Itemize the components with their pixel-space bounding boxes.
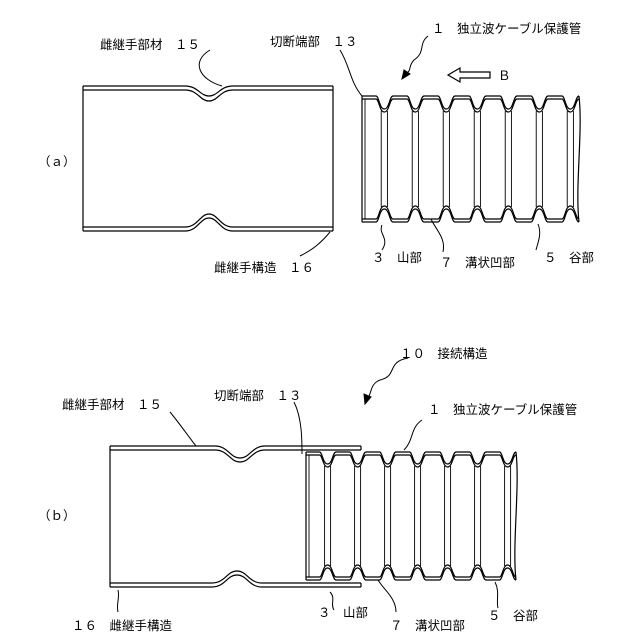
figure-b: （ｂ） １０ 接続構造 雌継手部材 １５ 切断端部 １３ １ 独立波ケーブル保護… <box>38 346 577 633</box>
direction-label-b: Ｂ <box>498 68 511 83</box>
pipe-inner-top <box>362 99 579 112</box>
label-cut-end-a: 切断端部 １３ <box>270 34 358 49</box>
pipe-arrow-a <box>406 36 428 74</box>
figure-b-panel-label: （ｂ） <box>38 508 76 523</box>
coupling-member-b <box>110 446 361 587</box>
direction-arrow-b <box>448 68 490 82</box>
label-structure-a: 雌継手構造 １６ <box>214 260 314 275</box>
pipe-outer-bottom <box>362 209 579 222</box>
pipe-inner-bottom <box>306 565 516 577</box>
label-pipe-a: １ 独立波ケーブル保護管 <box>432 21 581 36</box>
label-member-a: 雌継手部材 １５ <box>100 37 200 52</box>
figure-a-panel-label: （ａ） <box>38 154 76 169</box>
pipe-break-line <box>578 96 580 222</box>
label-cut-end-b: 切断端部 １３ <box>214 388 302 403</box>
label-groove-b: ７ 溝状凹部 <box>390 618 465 633</box>
coupling-member-a <box>83 86 333 231</box>
pipe-outer-bottom <box>306 568 516 580</box>
label-member-b: 雌継手部材 １５ <box>62 397 162 412</box>
label-connection-b: １０ 接続構造 <box>400 346 488 361</box>
connection-arrow <box>368 358 408 398</box>
pipe-break-line <box>515 452 517 580</box>
label-groove-a: ７ 溝状凹部 <box>440 255 515 270</box>
figure-a: （ａ） Ｂ 雌継手部材 １５ 切断端部 １３ １ 独立波ケーブル保護管 雌継手構… <box>38 21 594 275</box>
corrugated-pipe-b <box>306 452 517 580</box>
pipe-outer-top <box>306 452 516 464</box>
label-crest-b: ３ 山部 <box>318 605 368 620</box>
label-structure-b: １６ 雌継手構造 <box>72 618 173 633</box>
label-trough-a: ５ 谷部 <box>544 250 594 265</box>
label-crest-a: ３ 山部 <box>372 250 422 265</box>
corrugated-pipe-a <box>362 96 580 222</box>
pipe-inner-bottom <box>362 206 579 219</box>
label-trough-b: ５ 谷部 <box>488 608 538 623</box>
label-pipe-b: １ 独立波ケーブル保護管 <box>428 402 577 417</box>
pipe-outer-top <box>362 96 579 109</box>
pipe-inner-top <box>306 455 516 467</box>
